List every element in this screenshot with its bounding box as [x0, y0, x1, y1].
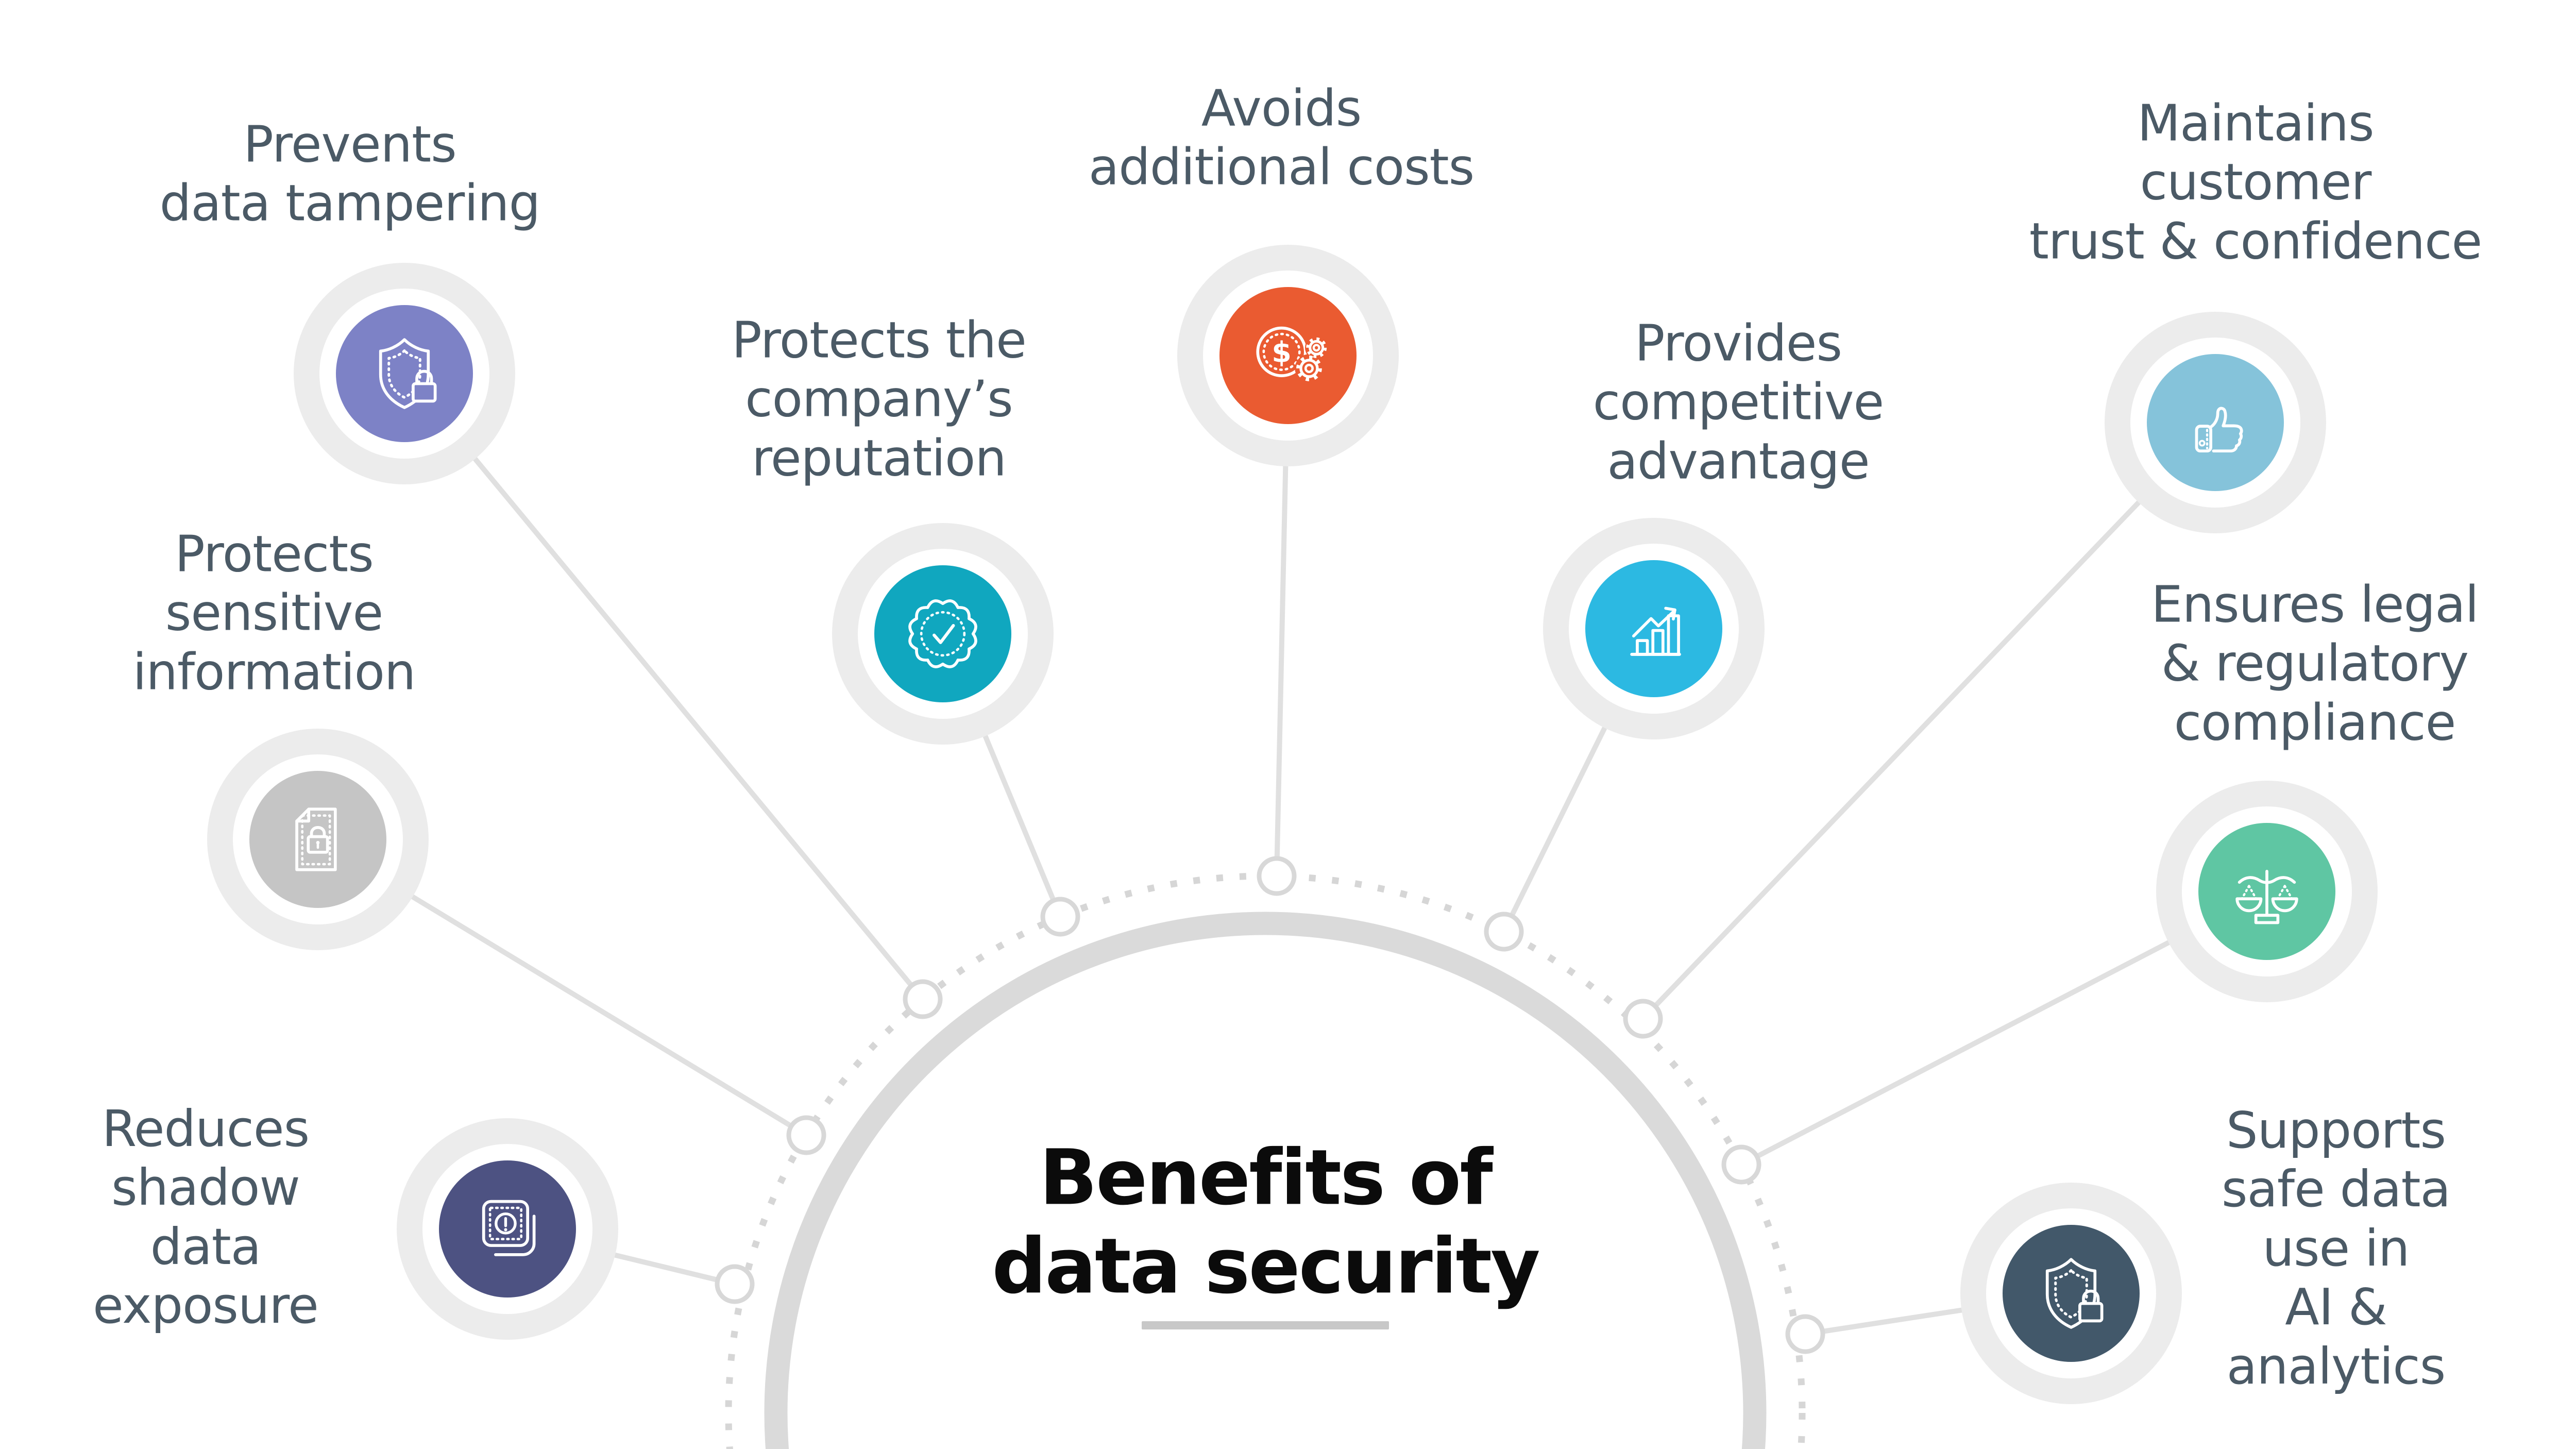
dollar-gears-icon: $ [1256, 326, 1328, 383]
medallion-color-circle [439, 1160, 576, 1298]
medallion-color-circle [2003, 1225, 2140, 1362]
benefit-icon-ai-analytics [1960, 1183, 2182, 1404]
medallion-color-circle [874, 565, 1011, 702]
medallion-white-ring [2182, 806, 2352, 976]
benefit-icon-reputation [832, 523, 1054, 745]
benefit-icon-sensitive-info [207, 729, 429, 950]
medallion-white-ring [2130, 338, 2300, 508]
benefit-icon-competitive [1543, 518, 1765, 739]
medallion-color-circle: $ [1219, 287, 1357, 424]
benefit-label-avoids-costs: Avoids additional costs [1088, 79, 1475, 196]
benefit-icon-compliance [2156, 781, 2378, 1002]
connector-line [1641, 420, 2217, 1021]
verified-badge-icon [908, 599, 977, 668]
shield-lock-icon [379, 338, 437, 409]
svg-text:$: $ [1272, 336, 1291, 369]
medallion-color-circle [2147, 354, 2284, 491]
medallion-white-ring [858, 549, 1028, 719]
ring-node [1040, 897, 1080, 937]
medallion-white-ring [422, 1144, 592, 1314]
alert-copies-icon [482, 1200, 536, 1256]
benefit-label-sensitive-info: Protects sensitive information [132, 525, 416, 701]
thumbs-up-icon [2195, 407, 2243, 453]
medallion-white-ring [1569, 544, 1739, 714]
title-underline [1142, 1321, 1389, 1329]
ring-node [786, 1115, 826, 1155]
ring-node [1484, 912, 1524, 952]
benefit-label-customer-trust: Maintains customer trust & confidence [2029, 94, 2482, 271]
ring-node [903, 979, 943, 1019]
benefit-label-reputation: Protects the company’s reputation [732, 311, 1027, 487]
benefit-icon-shadow-data [397, 1118, 618, 1340]
medallion-color-circle [249, 771, 386, 908]
benefit-icon-avoids-costs: $ [1177, 245, 1399, 466]
benefit-label-ai-analytics: Supports safe data use in AI & analytics [2221, 1101, 2451, 1395]
center-circle [764, 912, 1767, 1449]
benefit-icon-customer-trust [2105, 312, 2326, 533]
ring-node [1785, 1314, 1825, 1354]
medallion-color-circle [2198, 823, 2335, 960]
medallion-color-circle [336, 305, 473, 442]
document-lock-icon [295, 807, 337, 871]
benefit-label-compliance: Ensures legal & regulatory compliance [2151, 575, 2479, 752]
ring-node [1721, 1144, 1761, 1185]
benefit-icon-prevents-tampering [294, 263, 515, 484]
benefit-label-shadow-data: Reduces shadow data exposure [93, 1100, 319, 1335]
ring-node [1257, 856, 1297, 896]
medallion-white-ring [233, 754, 403, 924]
scales-icon [2235, 869, 2298, 924]
benefit-label-prevents-tampering: Prevents data tampering [159, 115, 540, 232]
benefit-label-competitive: Provides competitive advantage [1592, 314, 1884, 491]
ring-node [715, 1264, 755, 1304]
ring-node [1623, 999, 1663, 1039]
medallion-white-ring [319, 289, 489, 459]
medallion-white-ring [1986, 1208, 2156, 1378]
medallion-white-ring: $ [1203, 271, 1373, 441]
connector-lines [316, 355, 2268, 1337]
ring-nodes [715, 856, 1825, 1354]
growth-chart-icon [1630, 606, 1681, 656]
medallion-color-circle [1585, 560, 1722, 697]
page-title: Benefits of data security [992, 1133, 1540, 1310]
connector-line [402, 372, 925, 1001]
shield-lock-icon [2045, 1258, 2104, 1329]
